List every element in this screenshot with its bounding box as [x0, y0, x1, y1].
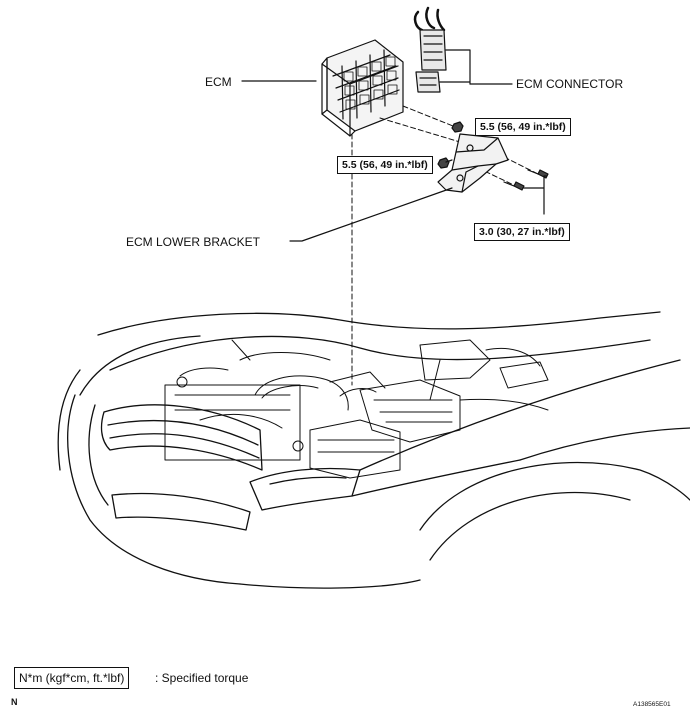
ecm-lower-bracket [437, 133, 509, 193]
vehicle-body [57, 311, 690, 589]
figure-id: A138565E01 [633, 701, 671, 708]
ecm-label: ECM [205, 75, 232, 89]
upper-nut-torque: 5.5 (56, 49 in.*lbf) [475, 118, 571, 136]
bolt-torque: 3.0 (30, 27 in.*lbf) [474, 223, 570, 241]
upper-nut [451, 121, 464, 133]
bolts [503, 169, 549, 215]
ecm-connector-label: ECM CONNECTOR [516, 77, 624, 91]
ecm-unit [321, 39, 404, 137]
ecm-connector-parts [413, 6, 513, 93]
engine-compartment [164, 339, 549, 479]
side-nut-torque: 5.5 (56, 49 in.*lbf) [337, 156, 433, 174]
ecm-lower-bracket-label: ECM LOWER BRACKET [126, 235, 261, 249]
legend-unit-box: N*m (kgf*cm, ft.*lbf) [14, 667, 130, 689]
north-mark: N [11, 697, 18, 707]
bracket-leader [289, 187, 453, 242]
legend-description: : Specified torque [155, 671, 249, 685]
side-nut [437, 157, 450, 169]
